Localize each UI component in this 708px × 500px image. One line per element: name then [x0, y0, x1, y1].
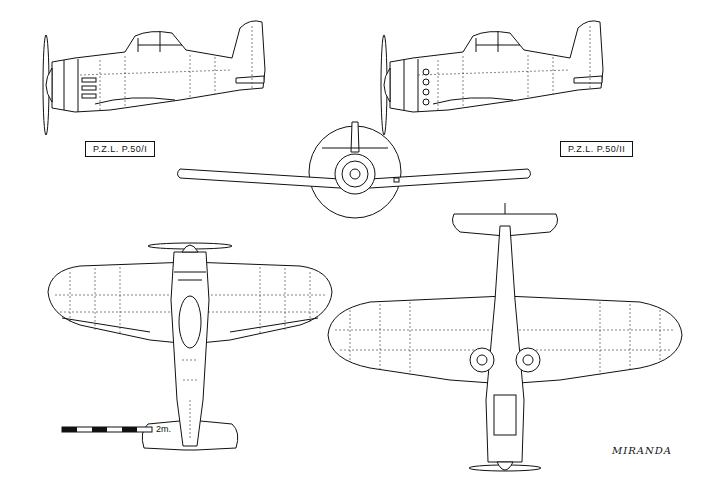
- fuselage: [486, 226, 524, 462]
- exhaust-stub: [423, 79, 429, 85]
- canopy-frame: [476, 31, 520, 52]
- fuselage-outline: [52, 21, 265, 112]
- exhaust-stub: [423, 99, 429, 105]
- side-view: [43, 21, 265, 135]
- exhaust-stub: [423, 89, 429, 95]
- title-box: P.Z.L. P.50/II: [560, 141, 633, 157]
- spinner: [46, 68, 52, 102]
- wing-root: [95, 98, 175, 104]
- panel-line: [80, 26, 252, 110]
- view-title: P.Z.L. P.50/I: [93, 144, 147, 154]
- wing-root: [433, 98, 513, 104]
- cowling: [335, 154, 375, 194]
- cowling-ring: [342, 161, 368, 187]
- scale-bar: [62, 427, 152, 432]
- panel-line: [418, 26, 590, 110]
- spinner: [350, 169, 360, 179]
- spinner: [497, 462, 513, 470]
- canopy-frame: [138, 31, 182, 52]
- scale-segment: [62, 427, 77, 432]
- wheel-hub: [477, 355, 487, 365]
- side-view: [381, 21, 603, 135]
- fuselage: [171, 252, 209, 446]
- cowling-ring: [64, 60, 65, 110]
- signature: MIRANDA: [612, 445, 672, 456]
- cowling-line: [78, 59, 79, 112]
- scale-segment: [122, 427, 137, 432]
- fuselage-outline: [390, 21, 603, 112]
- cowling-line: [174, 272, 206, 280]
- wheel-hub: [523, 355, 533, 365]
- plan-view: [48, 243, 332, 450]
- wing-detail: [394, 178, 399, 182]
- title-box: P.Z.L. P.50/I: [85, 141, 155, 157]
- spinner: [384, 68, 390, 102]
- front-view: [178, 122, 531, 218]
- scale-frame: [62, 427, 152, 432]
- view-title: P.Z.L. P.50/II: [568, 144, 625, 154]
- panel-line: [182, 360, 198, 440]
- underside-view: [328, 203, 682, 471]
- wheel-well: [470, 348, 494, 372]
- exhaust-stub: [82, 94, 96, 98]
- scale-label: 2m.: [156, 424, 171, 434]
- fin: [505, 203, 506, 214]
- tailplane: [236, 76, 264, 83]
- spinner: [182, 245, 198, 252]
- tailplane: [322, 148, 388, 149]
- exhaust-stub: [423, 69, 429, 75]
- wheel-well: [516, 348, 540, 372]
- canopy: [179, 296, 201, 348]
- tailplane: [574, 76, 602, 83]
- radiator: [494, 395, 516, 435]
- cowling-line: [404, 59, 418, 112]
- exhaust-stub: [82, 78, 96, 82]
- exhaust-stub: [82, 86, 96, 90]
- scale-segment: [92, 427, 107, 432]
